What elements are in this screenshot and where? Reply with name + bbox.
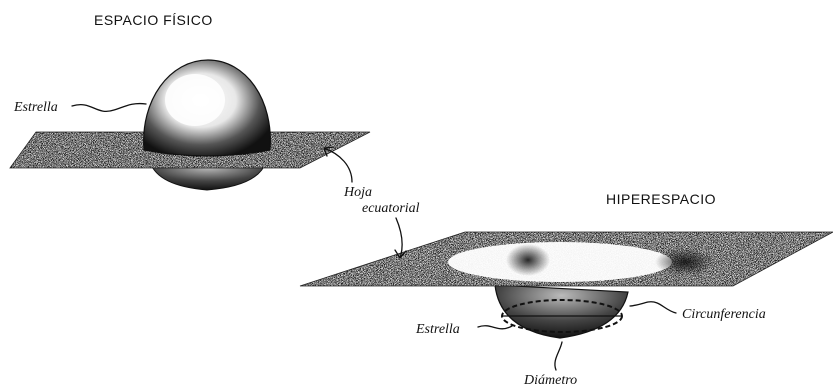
title-physical-space: ESPACIO FÍSICO xyxy=(94,12,213,28)
leader-diameter xyxy=(555,342,562,370)
hyperspace-figure xyxy=(300,232,833,338)
label-equatorial-sheet-line2: ecuatorial xyxy=(362,201,420,216)
title-hyperspace: HIPERESPACIO xyxy=(606,191,716,207)
leader-circumference xyxy=(630,302,676,313)
label-diameter: Diámetro xyxy=(523,373,577,388)
label-equatorial-sheet-line1: Hoja xyxy=(343,185,372,200)
label-star-bottom: Estrella xyxy=(415,322,460,337)
label-star-top: Estrella xyxy=(13,100,58,115)
physical-space-figure xyxy=(10,60,370,190)
label-circumference: Circunferencia xyxy=(682,307,766,322)
leader-star-top xyxy=(72,104,146,112)
sheet-opening xyxy=(448,242,672,282)
star-bowl-hyperspace xyxy=(495,285,628,338)
leader-star-bottom xyxy=(478,326,512,329)
